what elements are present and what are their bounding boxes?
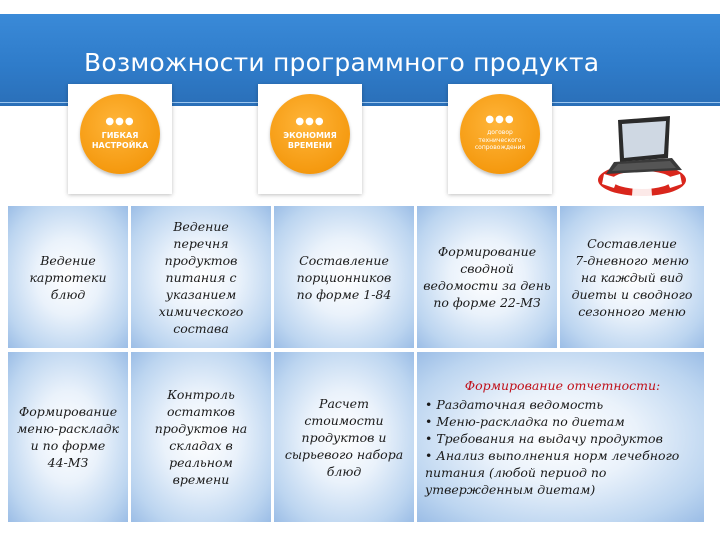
card-label: договор технического сопровождения (474, 129, 526, 152)
orange-badge: ●●● договор технического сопровождения (460, 94, 540, 174)
orange-badge: ●●● ГИБКАЯ НАСТРОЙКА (80, 94, 160, 174)
table-cell: Формирование меню-раскладк и по форме 44… (8, 352, 128, 522)
features-table: Ведение картотеки блюд Ведение перечня п… (8, 206, 704, 526)
reports-cell: Формирование отчетности: • Раздаточная в… (417, 352, 704, 522)
table-cell: Составление 7-дневного меню на каждый ви… (560, 206, 704, 348)
table-cell: Контроль остатков продуктов на складах в… (131, 352, 271, 522)
list-item: • Требования на выдачу продуктов (425, 430, 663, 446)
list-item: • Раздаточная ведомость (425, 396, 604, 412)
reports-list: • Раздаточная ведомость • Меню-раскладка… (425, 396, 679, 498)
feature-card-time-saving: ●●● ЭКОНОМИЯ ВРЕМЕНИ (258, 84, 362, 194)
laptop-lifebuoy-icon (598, 116, 686, 196)
orange-badge: ●●● ЭКОНОМИЯ ВРЕМЕНИ (270, 94, 350, 174)
table-cell: Ведение картотеки блюд (8, 206, 128, 348)
table-cell: Формирование сводной ведомости за день п… (417, 206, 557, 348)
list-item: • Анализ выполнения норм лечебного питан… (425, 447, 680, 497)
list-item: • Меню-раскладка по диетам (425, 413, 625, 429)
table-cell: Составление порционников по форме 1-84 (274, 206, 414, 348)
table-cell: Ведение перечня продуктов питания с указ… (131, 206, 271, 348)
three-dots-icon: ●●● (485, 114, 515, 126)
card-label: ГИБКАЯ НАСТРОЙКА (91, 130, 149, 150)
card-label: ЭКОНОМИЯ ВРЕМЕНИ (283, 130, 337, 150)
three-dots-icon: ●●● (295, 115, 325, 127)
table-cell: Расчет стоимости продуктов и сырьевого н… (274, 352, 414, 522)
three-dots-icon: ●●● (105, 115, 135, 127)
page-title: Возможности программного продукта (84, 48, 600, 77)
reports-title: Формирование отчетности: (464, 377, 661, 393)
feature-card-flexible-setup: ●●● ГИБКАЯ НАСТРОЙКА (68, 84, 172, 194)
feature-card-support-contract: ●●● договор технического сопровождения (448, 84, 552, 194)
